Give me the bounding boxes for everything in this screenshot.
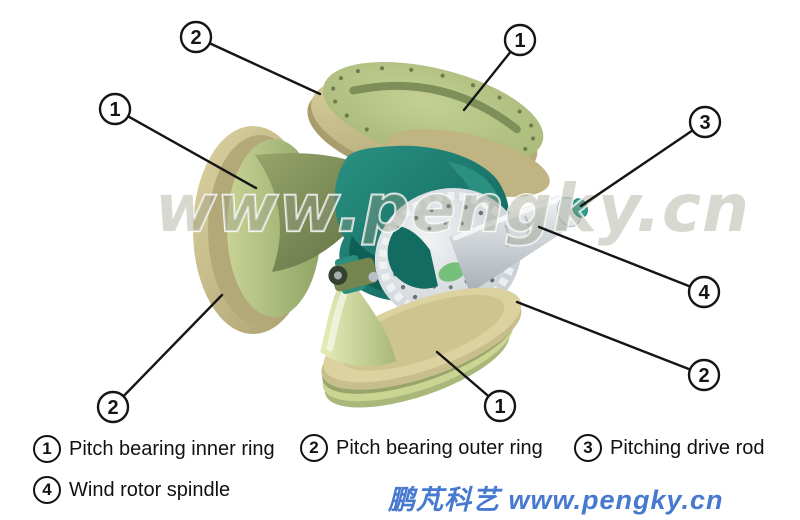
legend-label-1: Pitch bearing inner ring — [69, 437, 275, 460]
pitch-bearing-diagram: www.pengky.cn 2 1 1 3 4 2 1 2 — [96, 20, 750, 424]
callout-number-1: 1 — [514, 30, 525, 52]
legend-label-2: Pitch bearing outer ring — [336, 436, 543, 459]
bolt-hole — [400, 284, 406, 290]
bolt-hole — [409, 67, 414, 72]
bolt-hole — [413, 215, 419, 221]
callout-number-3: 3 — [699, 112, 710, 134]
callout-circle-3 — [688, 105, 722, 139]
bolt-hole — [440, 73, 445, 78]
bearing-slot — [349, 81, 521, 134]
callouts-layer: 2 1 1 3 4 2 1 2 — [96, 20, 722, 424]
legend-number-2: 2 — [300, 434, 328, 462]
legend-item-4: 4 Wind rotor spindle — [33, 476, 230, 504]
bolt-hole — [443, 220, 448, 225]
callout-circle-2 — [179, 20, 213, 54]
callout-leader-line-2 — [122, 293, 224, 398]
bolt-hole — [344, 113, 349, 118]
legend-item-2: 2 Pitch bearing outer ring — [300, 434, 543, 462]
legend-number-1: 1 — [33, 435, 61, 463]
callout-leader-line-2 — [515, 300, 692, 371]
bolt-hole — [529, 123, 534, 128]
callout-leader-line-2 — [208, 42, 322, 96]
callout-number-4: 4 — [698, 282, 710, 304]
bolt-hole — [459, 221, 464, 226]
bolt-hole — [497, 95, 502, 100]
callout-number-1: 1 — [109, 99, 120, 121]
left-pitch-bearing — [193, 126, 381, 334]
legend-number-4: 4 — [33, 476, 61, 504]
legend-number-3: 3 — [574, 434, 602, 462]
bolt-hole — [446, 203, 451, 209]
callout-circle-4 — [687, 275, 721, 309]
callout-leader-line-1 — [126, 115, 258, 190]
bolt-hole — [333, 99, 338, 104]
bolt-hole — [355, 69, 360, 74]
callout-number-2: 2 — [107, 397, 118, 419]
bolt-hole — [331, 86, 336, 91]
brand-watermark: 鹏芃科艺 www.pengky.cn — [388, 485, 724, 515]
cone-highlight — [326, 288, 349, 352]
link-pin-bottom — [328, 254, 379, 295]
legend-item-1: 1 Pitch bearing inner ring — [33, 435, 275, 463]
legend-label-4: Wind rotor spindle — [69, 478, 231, 501]
callout-leader-line-1 — [435, 350, 490, 398]
bolt-hole — [471, 83, 476, 88]
spindle-shaft — [449, 195, 588, 293]
bolt-hole — [429, 207, 434, 213]
bolt-hole — [531, 136, 536, 141]
bolt-hole — [463, 205, 468, 210]
callout-leader-line-1 — [462, 50, 512, 112]
callout-number-2: 2 — [698, 365, 709, 387]
bolt-hole — [412, 294, 418, 300]
callout-leader-line-3 — [579, 129, 694, 208]
legend-item-3: 3 Pitching drive rod — [574, 434, 765, 462]
bolt-hole — [448, 285, 453, 290]
bolt-hole — [517, 109, 522, 114]
legend-label-3: Pitching drive rod — [610, 436, 765, 459]
callout-circle-1 — [483, 389, 517, 423]
callout-circle-2 — [96, 390, 130, 424]
bolt-hole — [478, 210, 484, 216]
bolt-hole — [427, 226, 432, 231]
callout-circle-2 — [687, 358, 721, 392]
bolt-hole — [523, 146, 528, 151]
bolt-hole — [339, 76, 344, 81]
hub-green-boss — [438, 262, 466, 282]
callout-circle-1 — [98, 92, 132, 126]
bolt-hole — [380, 66, 385, 71]
callout-number-2: 2 — [190, 27, 201, 49]
callout-circle-1 — [503, 23, 537, 57]
bolt-hole — [364, 127, 369, 132]
watermark-text: www.pengky.cn — [155, 170, 750, 247]
callout-leader-line-4 — [537, 225, 692, 288]
callout-number-1: 1 — [494, 396, 505, 418]
hub-front-web — [387, 226, 438, 289]
